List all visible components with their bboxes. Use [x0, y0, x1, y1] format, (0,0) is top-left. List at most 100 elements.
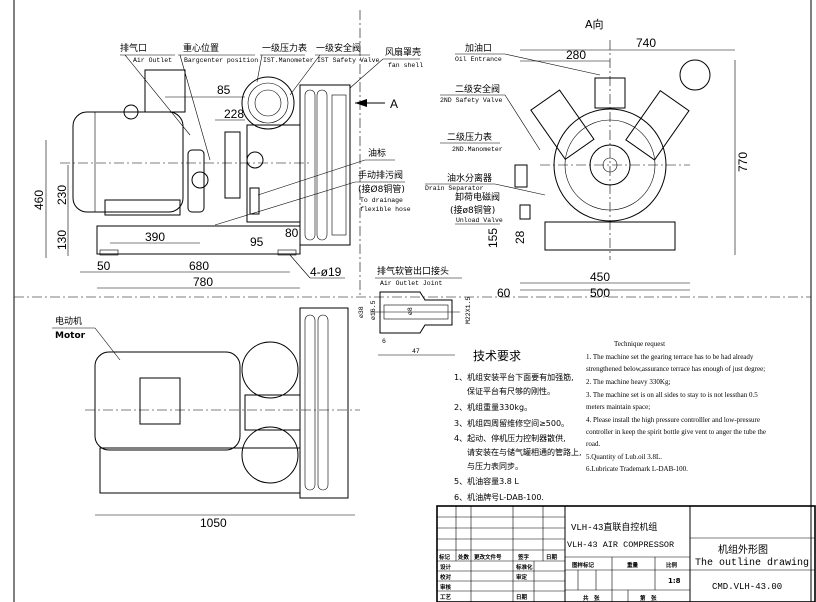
technical-requirements-cn: 技术要求 1、机组安装平台下面要有加强筋, 保证平台有尺够的刚性。 2、机组重量…	[454, 349, 582, 502]
tb-role-check: 校对	[440, 573, 452, 581]
label-safety-1: 一级安全阀	[316, 42, 361, 54]
tb-drawing-en: The outline drawing	[695, 557, 809, 569]
label-drain-separator-en: Drain Separator	[425, 185, 484, 192]
label-oil-entrance: 加油口	[465, 42, 492, 54]
dim-450: 450	[590, 270, 610, 284]
fan-shell	[299, 84, 351, 246]
top-view: 电动机 Motor 1050	[52, 307, 360, 530]
lifting-eye	[123, 104, 139, 120]
cylinder-right	[625, 89, 690, 161]
dim-d16: ø16.5	[370, 300, 377, 320]
requirement-cn: 与压力表同步。	[467, 461, 523, 471]
tb-header-sign: 签字	[517, 553, 530, 561]
label-drain-valve: 手动排污阀	[358, 169, 403, 181]
label-manometer-1-en: IST.Manometer	[263, 57, 314, 64]
motor-top	[94, 351, 241, 451]
tb-role-design: 设计	[440, 563, 452, 571]
dim-d8: ø8	[407, 307, 414, 315]
requirement-en: 3. The machine set is on all sides to st…	[586, 391, 758, 399]
tb-sheet-no: 第 张	[640, 594, 657, 602]
fan-shell-top	[299, 307, 349, 499]
label-bargcenter-en: Bargcenter position	[184, 57, 258, 64]
crankcase	[246, 124, 301, 223]
requirement-en: controller in keep the spirit bottle giv…	[586, 428, 766, 436]
dim-d38: ø38	[358, 306, 365, 318]
label-motor-en: Motor	[55, 331, 86, 341]
tb-role-standard: 标准化	[515, 563, 533, 571]
manometer-2	[514, 164, 528, 188]
requirement-cn: 6、机油牌号L-DAB-100.	[454, 492, 544, 502]
label-drain-valve-pipe: (接Ø8铜管)	[358, 183, 405, 195]
dim-50: 50	[97, 259, 111, 273]
requirement-en: 6.Lubricate Trademark L-DAB-100.	[586, 465, 688, 473]
label-unload-valve-en: Unload Valve	[456, 217, 503, 224]
air-outlet-joint-detail: 排气软管出口接头 Air Outlet Joint ø38 ø16.5 ø8 M…	[358, 265, 472, 356]
tb-drawing-cn: 机组外形图	[718, 543, 768, 556]
tb-role-date: 日期	[516, 593, 528, 601]
tb-role-review: 审核	[440, 583, 452, 591]
label-fan-shell-en: fan shell	[388, 62, 423, 69]
requirement-cn: 3、机组四周留维修空间≥500。	[454, 418, 569, 428]
tb-scale-label: 比例	[666, 561, 678, 569]
terminal-box-top	[139, 377, 181, 425]
label-safety-1-en: IST Safety Valve	[317, 57, 380, 64]
base-top	[99, 447, 301, 494]
dim-1050: 1050	[200, 516, 227, 530]
view-a-title: A向	[585, 17, 604, 31]
requirement-en: 1. The machine set the gearing terrace h…	[586, 353, 754, 361]
label-air-outlet-en: Air Outlet	[133, 57, 172, 64]
side-view: A 排气口 Air Outlet 重心位置 Bargcenter positio…	[32, 42, 423, 289]
dim-280: 280	[566, 48, 586, 62]
dim-770: 770	[736, 152, 750, 172]
first-stage-head-end	[679, 59, 711, 91]
unload-valve	[519, 204, 531, 220]
joint-title: 排气软管出口接头	[377, 265, 449, 277]
oil-sight	[249, 187, 260, 215]
terminal-box	[144, 69, 186, 113]
dim-680: 680	[189, 259, 209, 273]
label-air-outlet: 排气口	[120, 42, 147, 54]
requirement-en: 5.Quantity of Lub.oil 3.8L.	[586, 453, 662, 461]
title-block: 标记 处数 更改文件号 签字 日期 设计 校对 审核 工艺 标准化 审定 日期 …	[436, 505, 816, 602]
dim-95: 95	[250, 235, 264, 249]
dim-6: 6	[382, 338, 386, 345]
label-bargcenter: 重心位置	[183, 42, 219, 54]
tb-header-mark: 标记	[438, 553, 451, 561]
dim-holes: 4-ø19	[310, 265, 342, 279]
tb-mark-label: 图样标记	[572, 561, 595, 569]
tb-product-en: VLH-43 AIR COMPRESSOR	[567, 540, 674, 550]
tb-header-count: 处数	[457, 553, 470, 561]
tb-role-approve: 审定	[516, 573, 528, 581]
label-unload-pipe: (接ø8铜管)	[450, 204, 495, 216]
label-manometer-2: 二级压力表	[447, 131, 492, 143]
label-oil-entrance-en: Oil Entrance	[455, 56, 502, 63]
label-drain-en-1: To drainage	[360, 197, 403, 204]
requirement-cn: 请安装在与储气罐相通的管路上,	[467, 447, 582, 457]
requirement-en: strengthened below,assurance terrace has…	[586, 365, 765, 373]
tb-role-process: 工艺	[440, 593, 452, 601]
requirements-en-title: Technique request	[614, 340, 665, 348]
dim-230: 230	[55, 185, 69, 205]
first-stage-head	[241, 76, 295, 130]
label-manometer-1: 一级压力表	[262, 42, 307, 54]
head-top-2	[241, 426, 299, 484]
dim-28: 28	[513, 230, 527, 244]
dim-85: 85	[217, 83, 231, 97]
requirement-en: meters maintain space;	[586, 403, 650, 411]
technical-requirements-en: Technique request 1. The machine set the…	[586, 340, 766, 473]
dim-460: 460	[32, 190, 46, 210]
dim-130: 130	[55, 230, 69, 250]
label-manometer-2-en: 2ND.Manometer	[452, 146, 503, 153]
label-safety-2-en: 2ND Safety Valve	[440, 97, 503, 104]
requirement-cn: 4、起动、停机压力控制器散供,	[454, 433, 566, 443]
joint-section	[379, 291, 453, 334]
requirement-en: road.	[586, 440, 600, 448]
label-motor: 电动机	[55, 315, 82, 327]
dim-80: 80	[285, 226, 299, 240]
motor-body	[72, 111, 184, 213]
label-safety-2: 二级安全阀	[455, 83, 500, 95]
label-fan-shell: 风扇罩壳	[385, 46, 421, 58]
head-top-1	[241, 341, 299, 399]
tb-scale: 1:8	[668, 577, 681, 585]
